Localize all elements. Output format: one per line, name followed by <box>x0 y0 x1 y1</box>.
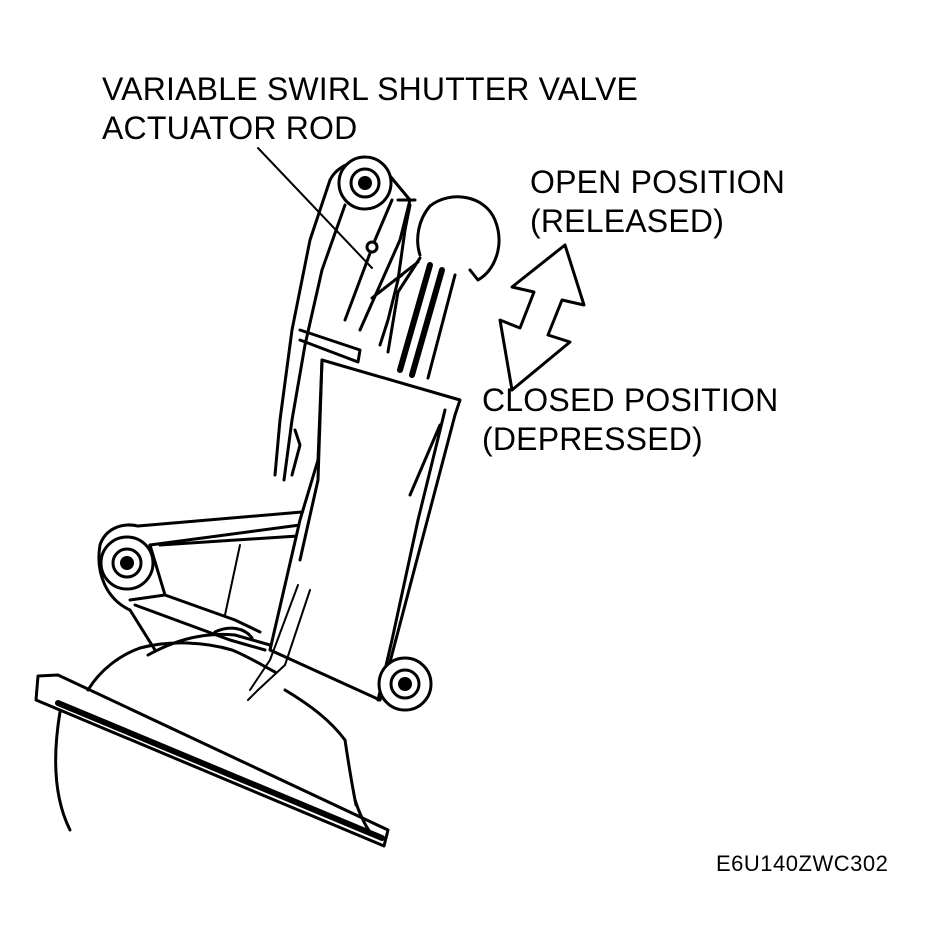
double-headed-arrow-icon <box>498 243 586 392</box>
actuator-rod-leader-line <box>257 147 373 269</box>
bolt-icon <box>377 656 433 712</box>
bolt-icon <box>337 155 393 211</box>
lower-left-bracket <box>97 510 304 657</box>
figure-code: E6U140ZWC302 <box>716 851 889 876</box>
open-position-label: OPEN POSITION <box>530 164 786 200</box>
valve-body <box>247 358 462 702</box>
closed-position-state-label: (DEPRESSED) <box>482 421 703 457</box>
actuator-rod-label-line2: ACTUATOR ROD <box>102 110 358 146</box>
actuator-rod <box>370 195 501 380</box>
bolt-icon <box>99 535 155 591</box>
open-position-state-label: (RELEASED) <box>530 203 725 239</box>
closed-position-label: CLOSED POSITION <box>482 382 779 418</box>
actuator-rod-label-line1: VARIABLE SWIRL SHUTTER VALVE <box>102 71 639 107</box>
intake-base <box>34 641 390 848</box>
pivot-pin <box>365 240 379 254</box>
